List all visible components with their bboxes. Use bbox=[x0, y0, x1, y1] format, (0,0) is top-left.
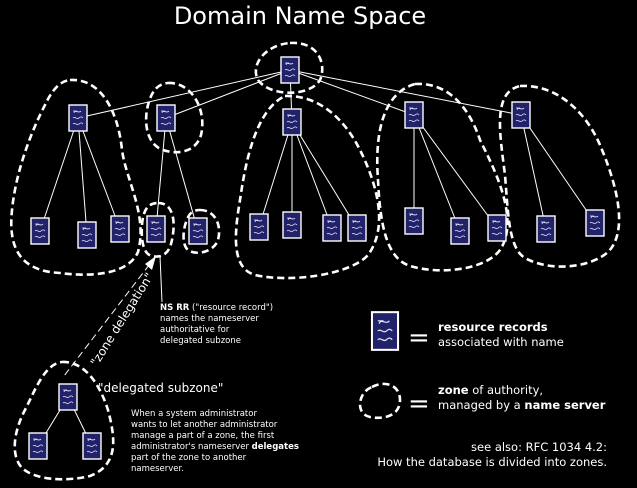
ns-note-line2: names the nameserver bbox=[160, 314, 259, 324]
diagram-title: Domain Name Space bbox=[174, 2, 426, 30]
admin-note-line4: administrator's nameserver delegates bbox=[131, 442, 299, 452]
admin-note-line5: part of the zone to another bbox=[131, 453, 247, 463]
legend-zone-line1: zone of authority, bbox=[438, 383, 543, 397]
see-also-line2: How the database is divided into zones. bbox=[377, 455, 607, 469]
document-icon bbox=[280, 56, 300, 84]
delegation-arrow bbox=[63, 255, 163, 377]
document-icon bbox=[58, 383, 78, 411]
zone-subzone bbox=[13, 360, 115, 481]
legend-equals-2: = bbox=[408, 389, 430, 419]
document-icon bbox=[404, 101, 424, 129]
legend-rr-bold: resource records bbox=[438, 320, 548, 334]
document-icon bbox=[487, 214, 507, 242]
document-icon bbox=[30, 217, 50, 245]
document-icon bbox=[110, 215, 130, 243]
zone-delegation-label: "zone delegation" bbox=[88, 270, 157, 368]
admin-note-line6: nameserver. bbox=[131, 464, 184, 474]
document-icon bbox=[28, 432, 48, 460]
document-icon bbox=[156, 104, 176, 132]
document-icon bbox=[511, 101, 531, 129]
document-icon bbox=[585, 209, 605, 237]
admin-note-line1: When a system administrator bbox=[131, 409, 257, 419]
document-icon bbox=[404, 207, 424, 235]
legend-rr-rest: associated with name bbox=[438, 335, 564, 349]
document-icon bbox=[450, 217, 470, 245]
document-icon bbox=[68, 104, 88, 132]
legend-zone-outline bbox=[358, 382, 402, 420]
zone-middle bbox=[234, 94, 381, 280]
zone-small bbox=[144, 81, 204, 154]
document-icon bbox=[322, 214, 342, 242]
legend-record-icon bbox=[370, 311, 400, 351]
admin-note-line3: manage a part of a zone, the first bbox=[131, 431, 275, 441]
document-icon bbox=[282, 211, 302, 239]
zone-root bbox=[254, 41, 324, 94]
zone-right1 bbox=[375, 82, 509, 272]
ns-note-line4: delegated subzone bbox=[160, 336, 241, 346]
zone-right2 bbox=[498, 84, 621, 268]
tree-links bbox=[37, 69, 596, 447]
document-icon bbox=[82, 432, 102, 460]
ns-note-line1: NS RR ("resource record") bbox=[160, 303, 273, 313]
document-icon bbox=[77, 221, 97, 249]
ns-note-rest: ("resource record") bbox=[189, 303, 273, 313]
document-icon bbox=[188, 217, 208, 245]
see-also-line1: see also: RFC 1034 4.2: bbox=[471, 440, 607, 454]
legend-zone-line2: managed by a name server bbox=[438, 398, 606, 412]
admin-note-line2: wants to let another administrator bbox=[131, 420, 278, 430]
ns-note-line3: authoritative for bbox=[160, 325, 230, 335]
document-icon bbox=[282, 108, 302, 136]
document-icon bbox=[347, 214, 367, 242]
zone-outlines bbox=[10, 41, 621, 481]
ns-note-bold: NS RR bbox=[160, 303, 190, 313]
document-icon bbox=[146, 215, 166, 243]
delegated-subzone-label: "delegated subzone" bbox=[98, 381, 223, 395]
zone-small-leaf bbox=[182, 208, 221, 254]
document-icon bbox=[249, 213, 269, 241]
tree-nodes bbox=[28, 56, 605, 460]
zone-left bbox=[10, 78, 142, 276]
legend-equals-1: = bbox=[408, 323, 430, 353]
document-icon bbox=[536, 215, 556, 243]
